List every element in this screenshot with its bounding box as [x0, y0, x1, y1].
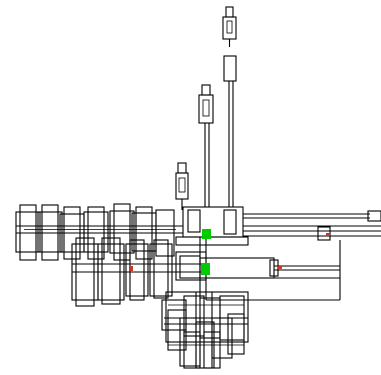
valve-marker [129, 266, 133, 271]
left-lower-frame-row [71, 237, 207, 307]
left-upper-frame-row [15, 203, 183, 261]
middle-lamp-fixture [198, 84, 214, 207]
top-lamp-fixture [222, 6, 237, 207]
left-lamp-fixture [175, 162, 189, 210]
junction-marker-lower [201, 263, 210, 275]
valve-marker [326, 233, 330, 236]
junction-markers [201, 229, 211, 275]
bottom-frame-cluster [161, 291, 249, 369]
lower-right-arm [199, 240, 341, 301]
central-hub [175, 206, 249, 246]
junction-marker-upper [202, 229, 211, 239]
upper-right-arm [243, 210, 381, 241]
valve-marker [278, 266, 282, 269]
